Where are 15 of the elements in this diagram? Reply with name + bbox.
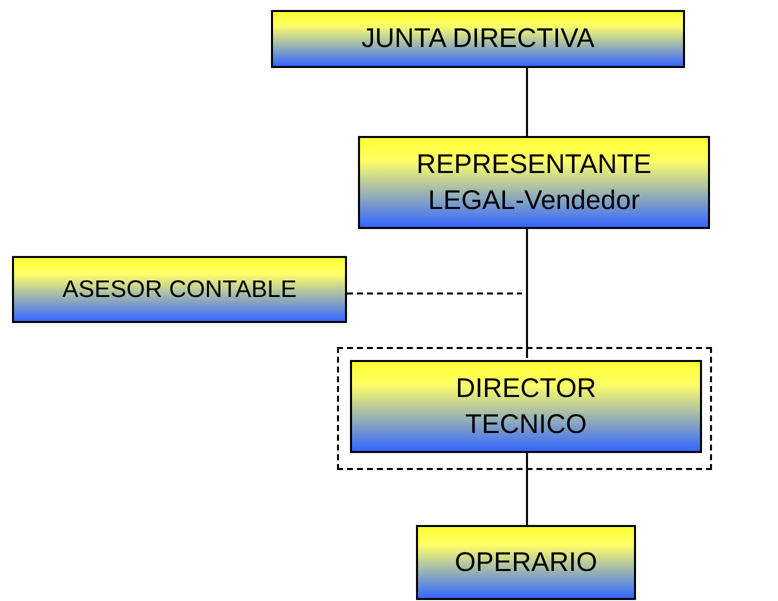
box-label: DIRECTOR TECNICO xyxy=(454,372,598,440)
connector-line xyxy=(526,229,528,358)
director-box xyxy=(350,360,702,453)
advisor-box xyxy=(12,256,347,323)
box-label: REPRESENTANTE LEGAL-Vendedor xyxy=(415,148,653,216)
connector-line xyxy=(526,68,528,136)
board-box xyxy=(271,10,685,68)
connector-line xyxy=(347,292,522,294)
box-label: ASESOR CONTABLE xyxy=(61,274,298,305)
operator-box xyxy=(416,525,636,600)
representative-box xyxy=(358,136,710,229)
box-label: OPERARIO xyxy=(454,546,598,579)
box-label: JUNTA DIRECTIVA xyxy=(360,22,596,56)
dashed-group-frame xyxy=(337,347,712,470)
connector-line xyxy=(526,451,528,525)
